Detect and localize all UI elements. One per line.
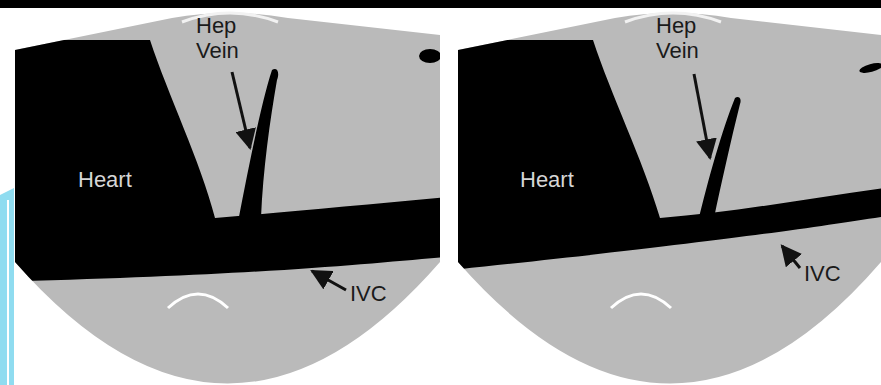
- structure-label: Hep Vein: [196, 14, 258, 63]
- structure-label: IVC: [350, 282, 387, 307]
- slide-decoration: [0, 188, 14, 385]
- heart-and-ivc: [0, 40, 470, 282]
- vessel-blob: [419, 49, 441, 63]
- leader-arrow: [694, 74, 710, 158]
- leader-arrow: [312, 271, 346, 290]
- vessel-blob: [858, 61, 881, 75]
- structure-label: Heart: [78, 168, 132, 193]
- top-bar: [0, 0, 881, 8]
- spine-arc: [611, 294, 671, 308]
- hepatic-vein: [238, 69, 278, 222]
- spine-arc: [168, 294, 228, 308]
- slide-decoration-line: [7, 200, 9, 385]
- heart-and-ivc: [433, 40, 881, 272]
- leader-arrow: [782, 246, 800, 268]
- structure-label: IVC: [804, 262, 841, 287]
- structure-label: Heart: [520, 168, 574, 193]
- structure-label: Hep Vein: [656, 14, 718, 63]
- hepatic-vein: [698, 97, 741, 222]
- leader-arrow: [232, 72, 250, 148]
